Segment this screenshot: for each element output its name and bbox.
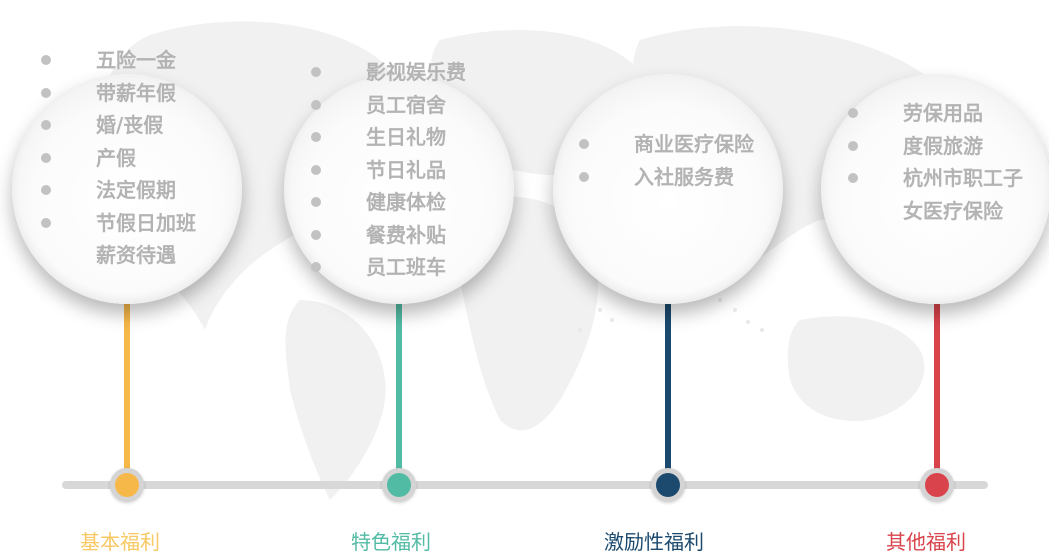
list-item: 度假旅游: [848, 130, 1028, 163]
list-incentive: 商业医疗保险 入社服务费: [579, 128, 764, 193]
bubble-other: [821, 74, 1049, 304]
list-item: 杭州市职工子女医疗保险: [848, 162, 1028, 227]
category-label-incentive: 激励性福利: [604, 530, 704, 554]
connector-incentive: [665, 302, 671, 484]
list-item: 劳保用品: [848, 97, 1028, 130]
list-item: 餐费补贴: [311, 219, 466, 252]
connector-basic: [124, 302, 130, 484]
list-item: 员工宿舍: [311, 89, 466, 122]
bubble-special: [284, 74, 514, 304]
list-item: 商业医疗保险: [579, 128, 764, 161]
list-other: 劳保用品 度假旅游 杭州市职工子女医疗保险: [848, 97, 1028, 227]
timeline-node-special: [382, 468, 416, 502]
category-label-special: 特色福利: [351, 530, 431, 554]
list-item: 五险一金: [41, 44, 196, 77]
list-special: 影视娱乐费 员工宿舍 生日礼物 节日礼品 健康体检 餐费补贴 员工班车: [311, 56, 466, 284]
list-item: 带薪年假: [41, 77, 196, 110]
list-item: 节日礼品: [311, 154, 466, 187]
list-item: 产假: [41, 142, 196, 175]
list-item: 法定假期: [41, 174, 196, 207]
list-item: 生日礼物: [311, 121, 466, 154]
list-item: 入社服务费: [579, 161, 764, 194]
list-item: 节假日加班: [41, 207, 196, 240]
list-item: 员工班车: [311, 251, 466, 284]
list-item: 婚/丧假: [41, 109, 196, 142]
timeline-bar: [62, 481, 988, 489]
category-label-basic: 基本福利: [80, 530, 160, 554]
list-item: 影视娱乐费: [311, 56, 466, 89]
timeline-node-other: [920, 468, 954, 502]
connector-other: [934, 302, 940, 484]
category-label-other: 其他福利: [886, 530, 966, 554]
list-item: 健康体检: [311, 186, 466, 219]
list-item: 薪资待遇: [96, 243, 176, 267]
connector-special: [396, 302, 402, 484]
list-basic: 五险一金 带薪年假 婚/丧假 产假 法定假期 节假日加班 薪资待遇: [41, 44, 196, 272]
timeline-node-incentive: [651, 468, 685, 502]
bubble-incentive: [553, 74, 783, 304]
timeline-node-basic: [110, 468, 144, 502]
